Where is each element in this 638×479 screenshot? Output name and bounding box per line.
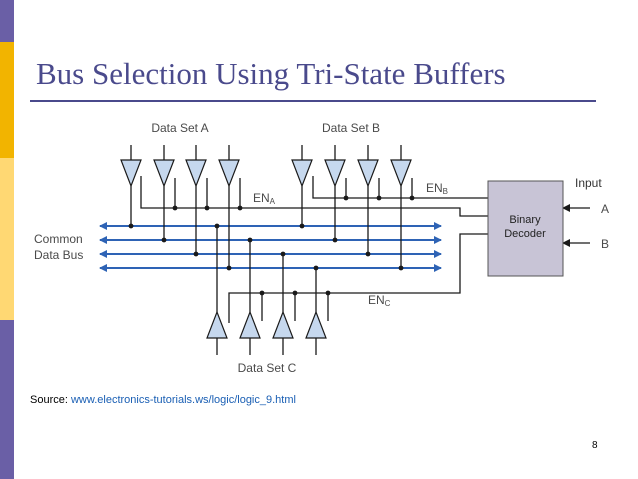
buffer-a3 bbox=[185, 159, 207, 188]
en-c-label: ENC bbox=[368, 293, 391, 308]
buffer-b4 bbox=[390, 159, 412, 188]
decoder-label-line2: Decoder bbox=[504, 228, 546, 240]
buffer-b2 bbox=[324, 159, 346, 188]
data-set-b-label: Data Set B bbox=[322, 121, 380, 135]
en-a-label: ENA bbox=[253, 191, 276, 206]
buffer-b1 bbox=[291, 159, 313, 188]
input-b-label: B bbox=[601, 237, 609, 251]
decoder-label-line1: Binary bbox=[509, 214, 541, 226]
common-data-bus bbox=[99, 222, 442, 272]
accent-segment-light-gold bbox=[0, 158, 14, 320]
buffer-c4 bbox=[305, 310, 327, 339]
accent-segment-purple bbox=[0, 0, 14, 42]
page-number: 8 bbox=[592, 440, 598, 451]
title-underline bbox=[30, 100, 596, 102]
buffer-c1 bbox=[206, 310, 228, 339]
en-b-label: ENB bbox=[426, 181, 448, 196]
left-accent-bar bbox=[0, 0, 14, 479]
accent-segment-gold bbox=[0, 42, 14, 158]
buffer-a4 bbox=[218, 159, 240, 188]
common-bus-label-line2: Data Bus bbox=[34, 248, 83, 262]
input-label: Input bbox=[575, 176, 602, 190]
accent-segment-purple-bottom bbox=[0, 320, 14, 479]
junction-dots bbox=[128, 195, 415, 296]
buffers-data-set-b bbox=[291, 159, 412, 188]
source-citation: Source: www.electronics-tutorials.ws/log… bbox=[30, 394, 296, 406]
input-a-label: A bbox=[601, 202, 609, 216]
buffer-b3 bbox=[357, 159, 379, 188]
data-set-c-label: Data Set C bbox=[238, 361, 297, 375]
decoder-input-arrows bbox=[562, 204, 590, 247]
data-set-a-label: Data Set A bbox=[151, 121, 208, 135]
wiring bbox=[130, 145, 488, 355]
source-label: Source: bbox=[30, 394, 68, 406]
buffer-a2 bbox=[153, 159, 175, 188]
buffer-c3 bbox=[272, 310, 294, 339]
buffers-data-set-a bbox=[120, 159, 240, 188]
buffer-a1 bbox=[120, 159, 142, 188]
source-link[interactable]: www.electronics-tutorials.ws/logic/logic… bbox=[70, 394, 296, 406]
common-bus-label-line1: Common bbox=[34, 232, 83, 246]
binary-decoder-block bbox=[487, 180, 564, 277]
buffers-data-set-c bbox=[206, 310, 327, 339]
slide-title: Bus Selection Using Tri-State Buffers bbox=[36, 56, 506, 91]
buffer-c2 bbox=[239, 310, 261, 339]
